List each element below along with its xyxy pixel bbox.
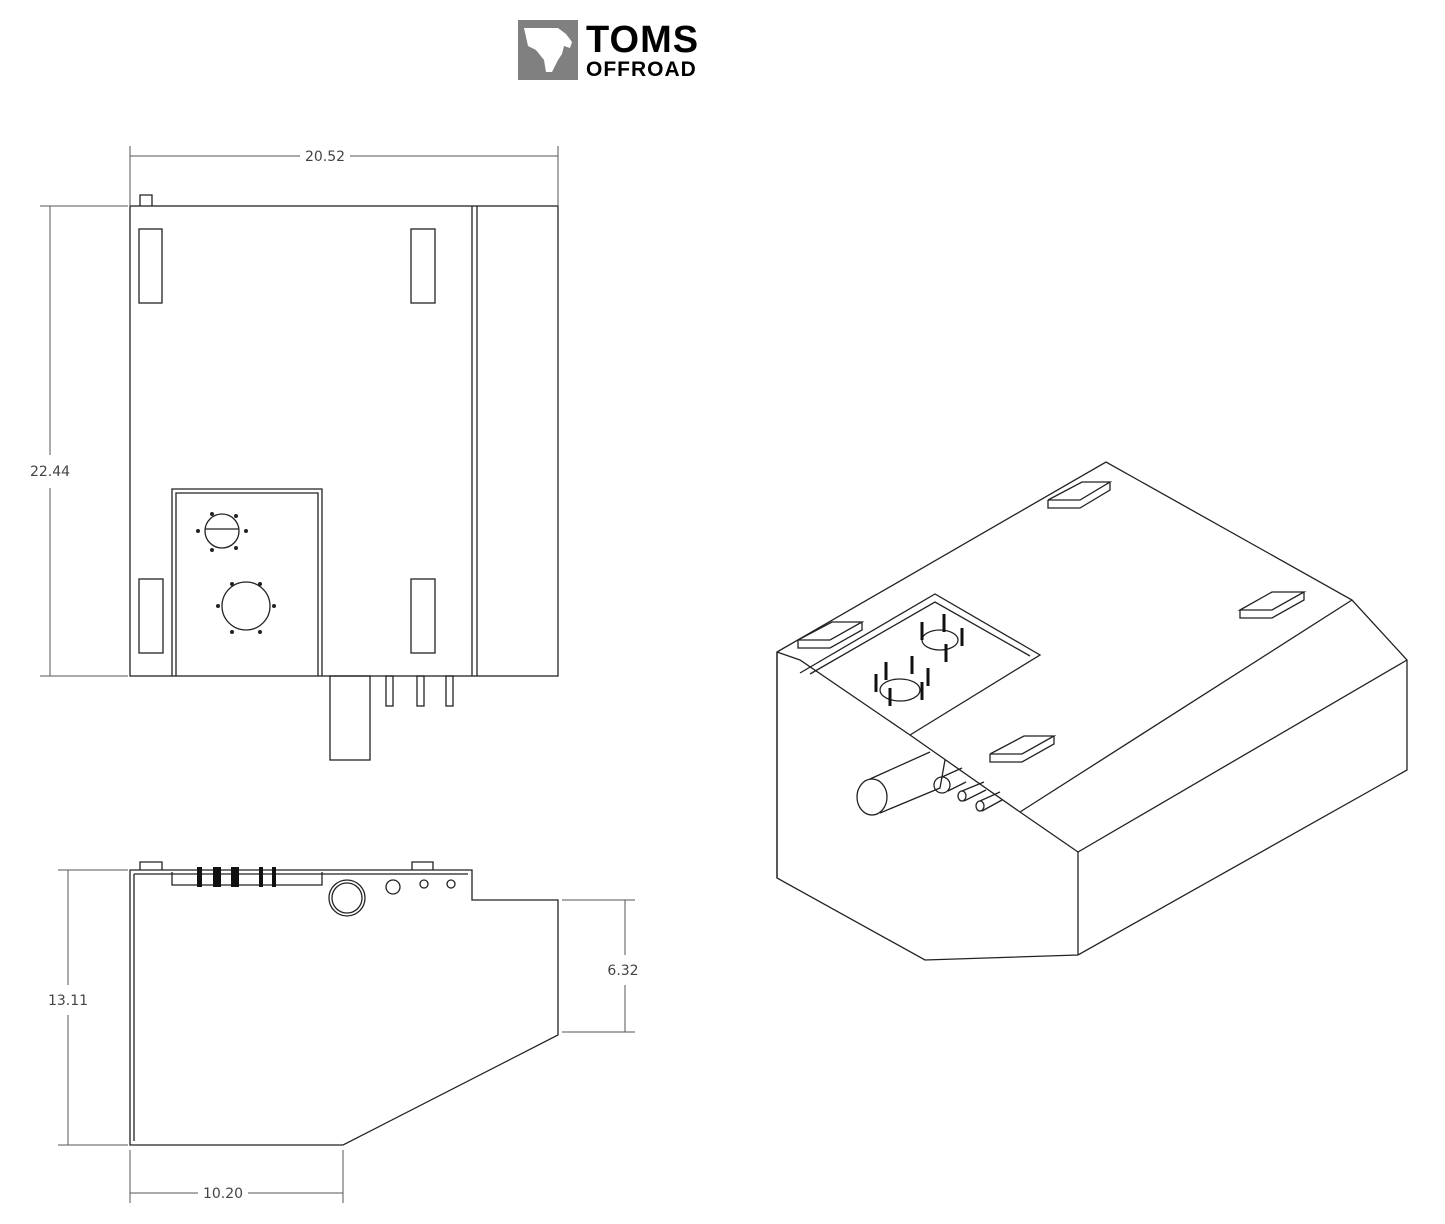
horse-head-icon <box>518 20 578 80</box>
svg-text:22.44: 22.44 <box>30 464 70 480</box>
dimension-top-width: 20.52 <box>129 146 559 205</box>
svg-text:13.11: 13.11 <box>48 993 88 1009</box>
dimension-side-bottom-width: 10.20 <box>129 1150 344 1203</box>
top-view <box>129 194 559 761</box>
isometric-view <box>776 461 1408 961</box>
logo-text-toms: TOMS <box>586 18 700 61</box>
dimension-top-height: 22.44 <box>30 205 128 677</box>
svg-text:10.20: 10.20 <box>203 1186 243 1202</box>
side-view <box>129 861 559 1146</box>
brand-logo: TOMS OFFROAD <box>518 20 699 80</box>
dimension-side-height: 13.11 <box>48 869 128 1146</box>
logo-text-offroad: OFFROAD <box>586 57 697 81</box>
dimension-side-step: 6.32 <box>562 899 639 1033</box>
svg-text:6.32: 6.32 <box>607 963 638 979</box>
svg-text:20.52: 20.52 <box>305 149 345 165</box>
